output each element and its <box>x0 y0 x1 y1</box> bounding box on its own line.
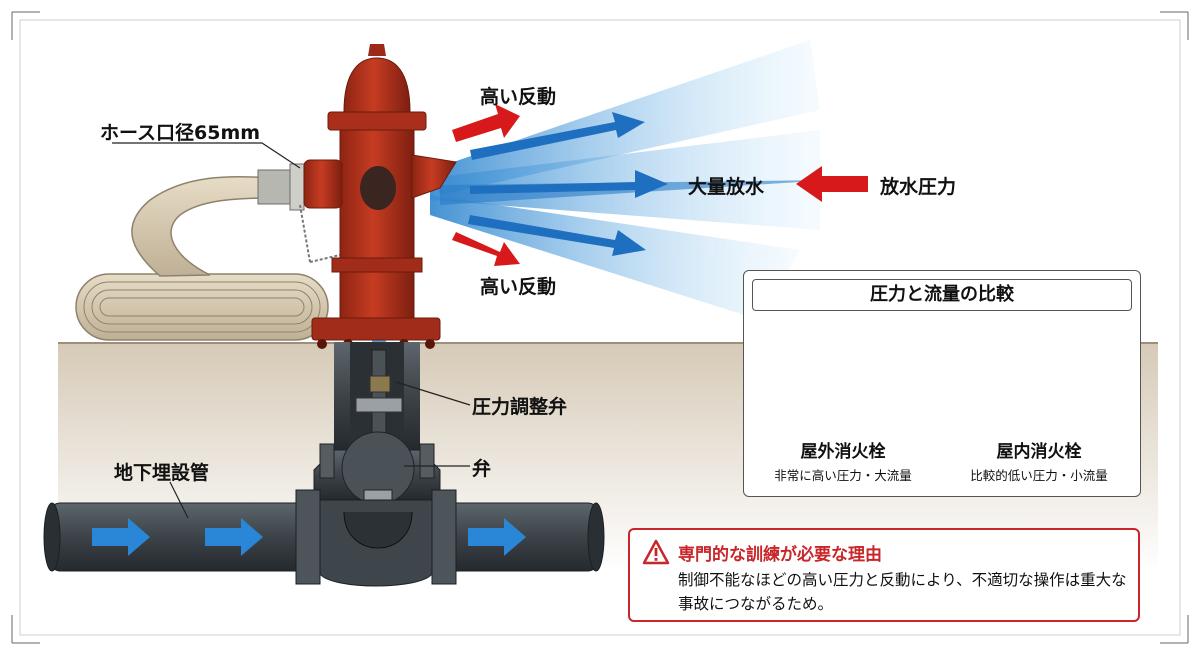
indoor-hydrant-desc: 比較的低い圧力・小流量 <box>970 468 1108 483</box>
recoil-arrows <box>452 104 868 266</box>
outdoor-hydrant-desc: 非常に高い圧力・大流量 <box>774 468 912 483</box>
comparison-title: 圧力と流量の比較 <box>752 279 1132 311</box>
label-valve: 弁 <box>472 458 492 480</box>
label-large-discharge: 大量放水 <box>688 176 765 198</box>
hose-coil <box>75 175 329 341</box>
spray-arrows <box>468 112 668 256</box>
label-high-recoil-top: 高い反動 <box>480 86 557 108</box>
label-underground-pipe: 地下埋設管 <box>114 462 210 484</box>
standpipe <box>313 342 441 581</box>
outdoor-hydrant-name: 屋外消火栓 <box>800 442 886 462</box>
label-discharge-pressure: 放水圧力 <box>880 176 957 198</box>
warning-title: 専門的な訓練が必要な理由 <box>678 545 882 565</box>
leader-lines <box>112 142 471 519</box>
frame-marks <box>11 11 1189 644</box>
underground-pipe <box>43 489 605 587</box>
label-hose-diameter: ホース口径65mm <box>100 122 261 144</box>
warning-icon <box>642 539 670 565</box>
indoor-hydrant-name: 屋内消火栓 <box>996 442 1082 462</box>
warning-panel: 専門的な訓練が必要な理由 制御不能なほどの高い圧力と反動により、不適切な操作は重… <box>628 528 1140 622</box>
hose-coupling <box>257 163 341 263</box>
warning-body: 制御不能なほどの高い圧力と反動により、不適切な操作は重大な事故につながるため。 <box>678 571 1127 613</box>
label-pressure-valve: 圧力調整弁 <box>472 396 568 418</box>
label-high-recoil-bottom: 高い反動 <box>480 276 557 298</box>
hydrant-body <box>303 44 457 349</box>
flow-arrows <box>92 518 526 556</box>
comparison-panel: 圧力と流量の比較 屋外消火栓 非常に高い圧力・大流量 屋内消火栓 比較的低い圧力… <box>743 270 1141 497</box>
